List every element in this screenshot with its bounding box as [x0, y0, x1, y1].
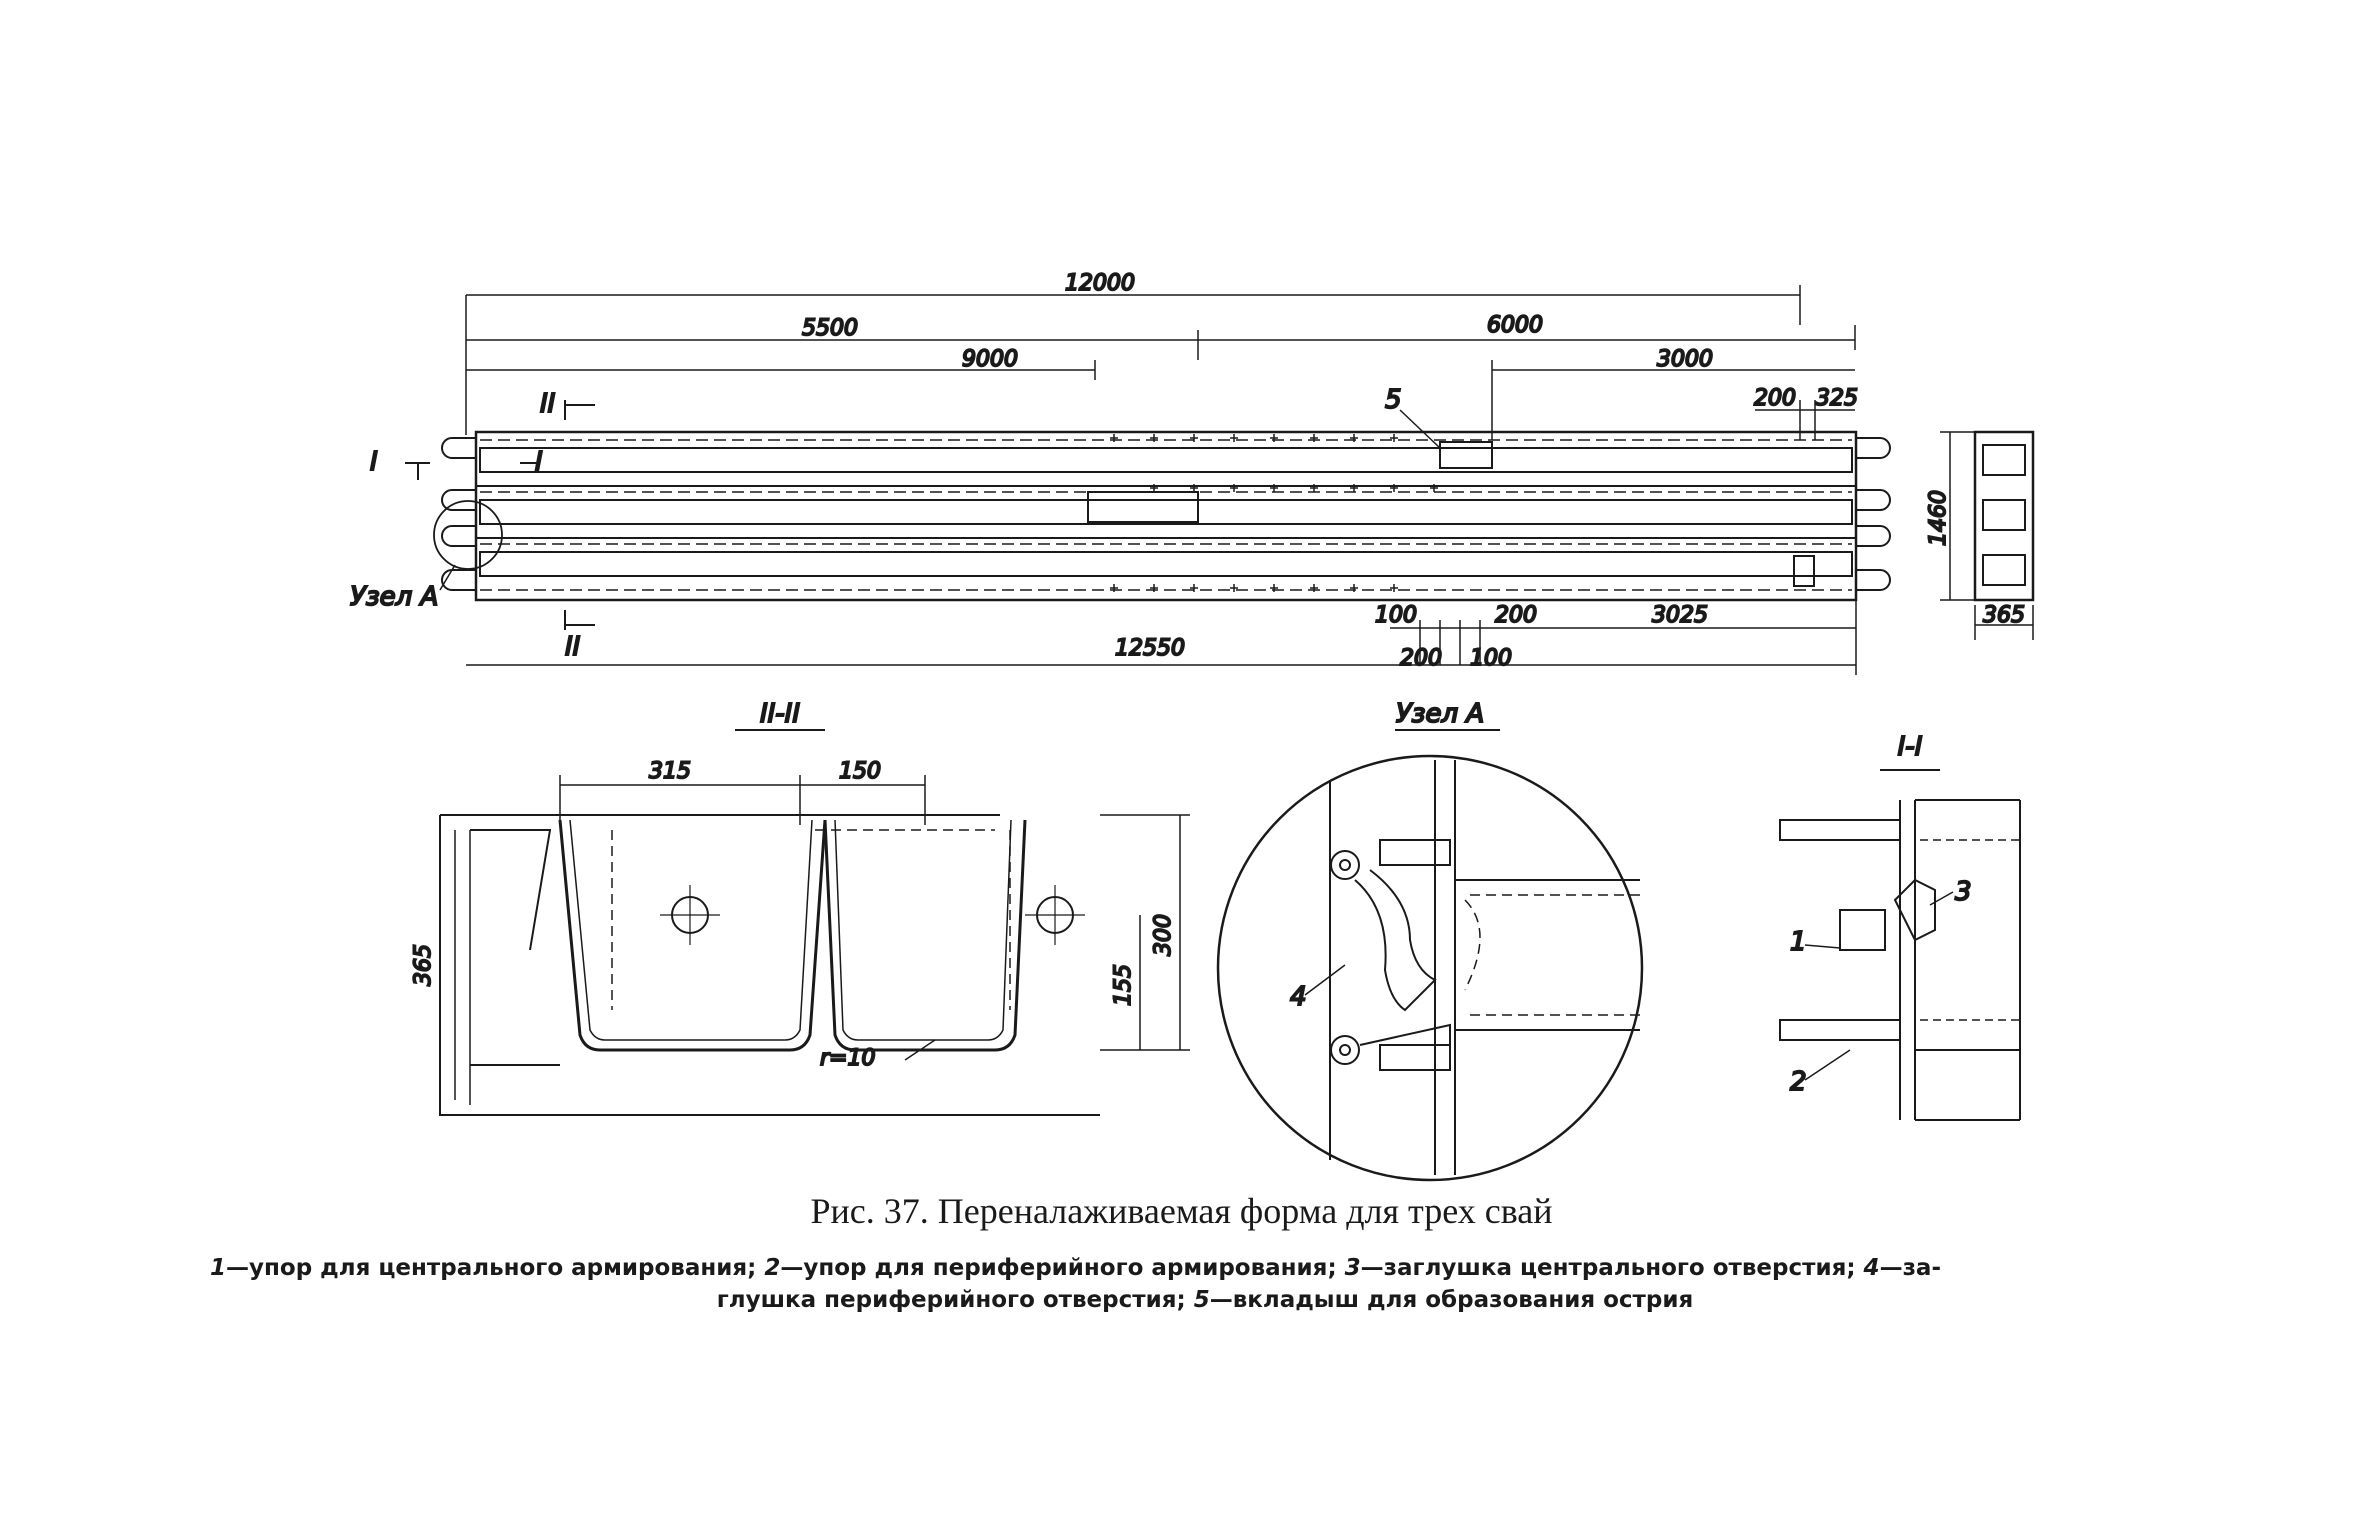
section-mark-i-inner: I — [535, 447, 543, 477]
dim-6000: 6000 — [1487, 313, 1543, 338]
legend-text-4b: глушка периферийного отверстия; — [716, 1287, 1194, 1313]
dim-100-left: 100 — [1375, 603, 1417, 628]
legend-num-1: 1 — [210, 1255, 227, 1281]
dim-315: 315 — [649, 759, 691, 784]
dim-5500: 5500 — [802, 316, 858, 341]
legend-text-5: —вкладыш для образования острия — [1209, 1287, 1694, 1313]
section-ii-ii: II-II 315 150 — [410, 698, 1190, 1116]
dim-150: 150 — [839, 759, 881, 784]
dim-12000: 12000 — [1065, 271, 1135, 296]
node-a-label: Узел А — [350, 582, 438, 612]
section-mark-i-left: I — [370, 447, 378, 477]
figure-caption: Рис. 37. Переналаживаемая форма для трех… — [810, 1191, 1553, 1231]
legend-line-2: глушка периферийного отверстия; 5—вклады… — [210, 1284, 2200, 1316]
dim-365-end: 365 — [1983, 603, 2025, 628]
dim-12550: 12550 — [1115, 636, 1185, 661]
dim-1460: 1460 — [1926, 490, 1951, 546]
figure-legend: 1—упор для центрального армирования; 2—у… — [210, 1252, 2200, 1316]
dim-200-top: 200 — [1754, 386, 1796, 411]
dim-325: 325 — [1816, 386, 1858, 411]
section-mark-ii-bottom: II — [565, 632, 580, 662]
node-a-title: Узел А — [1396, 699, 1484, 729]
dim-3000: 3000 — [1657, 347, 1713, 372]
item-4-label: 4 — [1290, 982, 1307, 1012]
legend-text-3: —заглушка центрального отверстия; — [1360, 1255, 1864, 1281]
item-3-label: 3 — [1955, 877, 1972, 907]
item-5-label: 5 — [1385, 385, 1402, 415]
section-i-title: I-I — [1898, 732, 1923, 762]
section-i-i: I-I 1 2 3 — [1779, 731, 2021, 1121]
section-mark-ii-top: II — [540, 389, 555, 419]
radius-r10: r=10 — [820, 1046, 875, 1071]
node-a-detail: Узел А 4 — [1216, 698, 1644, 1182]
plan-view: 12000 5500 6000 9000 3000 200 325 — [349, 270, 2035, 675]
dim-300: 300 — [1151, 914, 1176, 956]
dim-200-lower: 200 — [1400, 646, 1442, 671]
legend-text-2: —упор для периферийного армирования; — [780, 1255, 1345, 1281]
legend-text-4a: —за- — [1879, 1255, 1941, 1281]
dim-9000: 9000 — [962, 347, 1018, 372]
dim-155: 155 — [1111, 964, 1136, 1006]
legend-num-5: 5 — [1193, 1287, 1210, 1313]
item-2-label: 2 — [1790, 1067, 1807, 1097]
section-ii-title: II-II — [760, 699, 800, 729]
dim-100-lower: 100 — [1470, 646, 1512, 671]
legend-num-2: 2 — [764, 1255, 781, 1281]
legend-num-3: 3 — [1344, 1255, 1361, 1281]
dim-365: 365 — [411, 944, 436, 986]
item-1-label: 1 — [1790, 927, 1807, 957]
dim-3025: 3025 — [1652, 603, 1708, 628]
dim-200-bottom: 200 — [1495, 603, 1537, 628]
legend-text-1: —упор для центрального армирования; — [226, 1255, 765, 1281]
legend-num-4: 4 — [1863, 1255, 1880, 1281]
